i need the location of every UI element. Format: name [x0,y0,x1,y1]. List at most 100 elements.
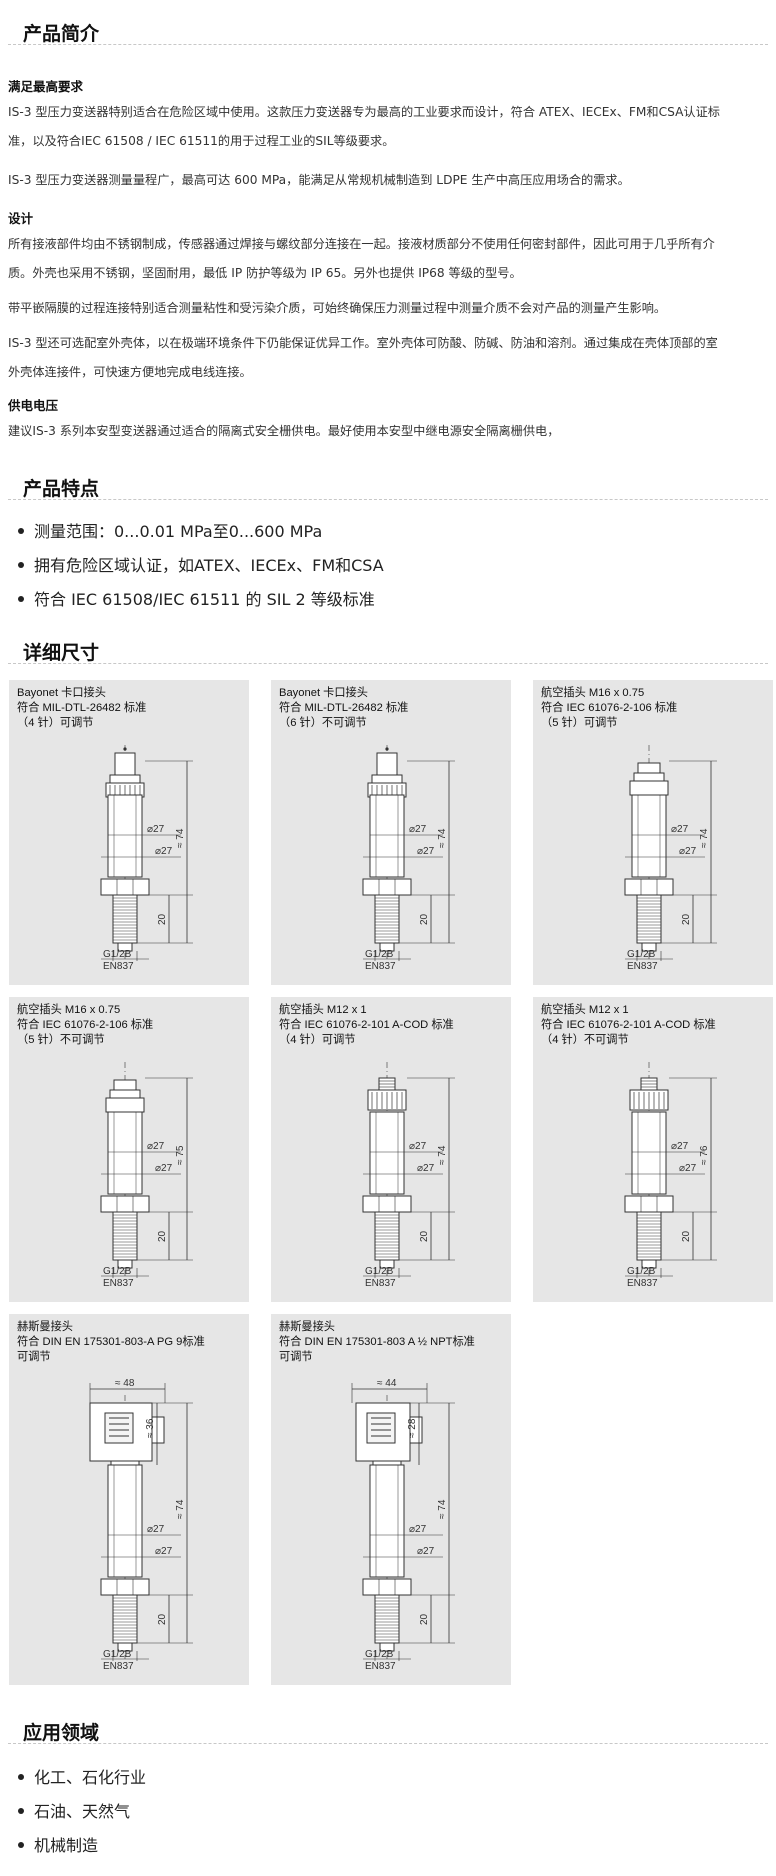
dimension-card-caption: Bayonet 卡口接头符合 MIL-DTL-26482 标准（4 针）可调节 [17,686,146,731]
intro-paragraph-3-line-2: 质。外壳也采用不锈钢，坚固耐用，最低 IP 防护等级为 IP 65。另外也提供 … [8,266,522,280]
intro-paragraph-4: 带平嵌隔膜的过程连接特别适合测量粘性和受污染介质，可始终确保压力测量过程中测量介… [8,301,667,315]
caption-line: （4 针）不可调节 [541,1034,629,1046]
caption-line: （4 针）可调节 [17,717,94,729]
caption-line: 符合 IEC 61076-2-106 标准 [541,702,678,714]
dimension-card: Bayonet 卡口接头符合 MIL-DTL-26482 标准 （6 针）不可调节… [271,680,511,985]
width-label: ≈ 48 [115,1378,135,1389]
diameter-label: ⌀27 [155,846,173,857]
length-label: ≈ 76 [699,1145,710,1165]
diameter-label: ⌀27 [671,824,689,835]
thread-label: G1/2B [365,1649,394,1660]
intro-paragraph-1-line-1: IS-3 型压力变送器特别适合在危险区域中使用。这款压力变送器专为最高的工业要求… [8,105,720,119]
head-height-label: ≈ 36 [145,1418,156,1438]
dimension-card-caption: 赫斯曼接头符合 DIN EN 175301-803-A PG 9标准可调节 [17,1320,205,1365]
thread-length-label: 20 [681,913,692,925]
bullet-icon [18,527,24,534]
thread-length-label: 20 [419,1613,430,1625]
intro-paragraph-5-line-2: 外壳体连接件，可快速方便地完成电线连接。 [8,365,252,379]
head-height-label: ≈ 28 [407,1418,418,1438]
intro-paragraph-3-line-1: 所有接液部件均由不锈钢制成，传感器通过焊接与螺纹部分连接在一起。接液材质部分不使… [8,237,715,251]
caption-line: 符合 IEC 61076-2-106 标准 [17,1019,154,1031]
intro-paragraph-6: 建议IS-3 系列本安型变送器通过适合的隔离式安全栅供电。最好使用本安型中继电源… [8,424,560,438]
diameter-label: ⌀27 [147,1141,165,1152]
dimension-card: 航空插头 M16 x 0.75 符合 IEC 61076-2-106 标准 （5 针… [9,997,249,1302]
caption-line: 符合 IEC 61076-2-101 A-COD 标准 [279,1019,454,1031]
dimension-card-caption: 航空插头 M16 x 0.75 符合 IEC 61076-2-106 标准 （5 针… [17,1003,153,1048]
diameter-label: ⌀27 [409,1524,427,1535]
thread-length-label: 20 [419,1230,430,1242]
diameter-label: ⌀27 [417,846,435,857]
thread-length-label: 20 [681,1230,692,1242]
application-item: 化工、石化行业 [18,1764,146,1788]
dimension-card: 航空插头 M12 x 1 符合 IEC 61076-2-101 A-COD 标准 （… [271,997,511,1302]
dimension-card: Bayonet 卡口接头符合 MIL-DTL-26482 标准（4 针）可调节⌀… [9,680,249,985]
dimension-card-caption: Bayonet 卡口接头符合 MIL-DTL-26482 标准 （6 针）不可调节 [279,686,408,731]
standard-label: EN837 [103,961,134,972]
diameter-label: ⌀27 [147,1524,165,1535]
thread-label: G1/2B [365,949,394,960]
diameter-label: ⌀27 [417,1163,435,1174]
divider [8,663,768,664]
intro-paragraph-1-line-2: 准，以及符合IEC 61508 / IEC 61511的用于过程工业的SIL等级… [8,134,395,148]
bullet-icon [18,1807,24,1814]
caption-line: （4 针）可调节 [279,1034,356,1046]
caption-line: 航空插头 M12 x 1 [279,1004,367,1016]
thread-length-label: 20 [157,913,168,925]
length-label: ≈ 74 [437,828,448,848]
dimension-card: 赫斯曼接头符合 DIN EN 175301-803-A PG 9标准可调节 ⌀27… [9,1314,249,1685]
dimension-card-caption: 航空插头 M12 x 1 符合 IEC 61076-2-101 A-COD 标准 （… [279,1003,454,1048]
bullet-icon [18,1773,24,1780]
diameter-label: ⌀27 [155,1546,173,1557]
feature-item: 符合 IEC 61508/IEC 61511 的 SIL 2 等级标准 [18,586,375,610]
divider [8,44,768,45]
section-features: 产品特点 [0,468,776,508]
section-dimensions-title: 详细尺寸 [23,642,100,664]
diameter-label: ⌀27 [671,1141,689,1152]
bullet-icon [18,595,24,602]
caption-line: 符合 DIN EN 175301-803-A PG 9标准 [17,1336,205,1348]
caption-line: 可调节 [279,1351,313,1363]
caption-line: 符合 MIL-DTL-26482 标准 [279,702,409,714]
intro-paragraph-2: IS-3 型压力变送器测量量程广，最高可达 600 MPa，能满足从常规机械制造… [8,173,630,187]
length-label: ≈ 75 [175,1145,186,1165]
thread-length-label: 20 [157,1613,168,1625]
length-label: ≈ 74 [437,1499,448,1519]
standard-label: EN837 [627,1278,658,1289]
thread-length-label: 20 [157,1230,168,1242]
intro-paragraph-5-line-1: IS-3 型还可选配室外壳体，以在极端环境条件下仍能保证优异工作。室外壳体可防酸… [8,336,718,350]
thread-label: G1/2B [365,1266,394,1277]
caption-line: （5 针）可调节 [541,717,618,729]
section-applications-title: 应用领域 [23,1722,100,1744]
thread-label: G1/2B [103,1649,132,1660]
divider [8,499,768,500]
section-intro-title: 产品简介 [23,23,100,45]
bullet-icon [18,561,24,568]
length-label: ≈ 74 [175,828,186,848]
intro-paragraph-5: IS-3 型还可选配室外壳体，以在极端环境条件下仍能保证优异工作。室外壳体可防酸… [8,329,768,387]
standard-label: EN837 [103,1278,134,1289]
application-item: 机械制造 [18,1832,98,1856]
application-item: 石油、天然气 [18,1798,130,1822]
caption-line: （5 针）不可调节 [17,1034,105,1046]
caption-line: 符合 MIL-DTL-26482 标准 [17,702,147,714]
standard-label: EN837 [365,1278,396,1289]
caption-line: 符合 DIN EN 175301-803 A ½ NPT标准 [279,1336,475,1348]
caption-line: 赫斯曼接头 [279,1321,335,1333]
diameter-label: ⌀27 [679,1163,697,1174]
caption-line: Bayonet 卡口接头 [279,687,368,699]
feature-item: 测量范围：0...0.01 MPa至0...600 MPa [18,518,322,542]
diameter-label: ⌀27 [409,1141,427,1152]
caption-line: 航空插头 M16 x 0.75 [17,1004,121,1016]
thread-length-label: 20 [419,913,430,925]
length-label: ≈ 74 [699,828,710,848]
width-label: ≈ 44 [377,1378,397,1389]
section-intro: 产品简介 [0,13,776,53]
length-label: ≈ 74 [437,1145,448,1165]
caption-line: （6 针）不可调节 [279,717,367,729]
standard-label: EN837 [627,961,658,972]
